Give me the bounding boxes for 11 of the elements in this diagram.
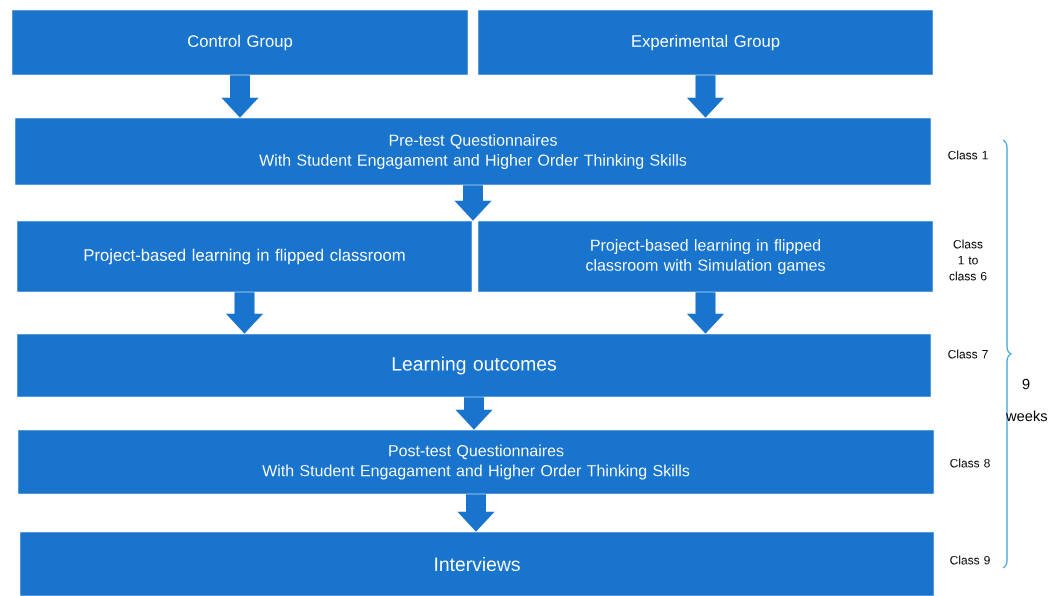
process-box: Project-based learning in flipped classroom with Simulation games <box>477 220 934 293</box>
side-label: 9 weeks <box>1006 378 1048 422</box>
side-label: Class 9 <box>950 555 990 565</box>
process-box: Interviews <box>19 531 935 596</box>
process-box: Experimental Group <box>477 9 934 76</box>
process-box: Control Group <box>11 9 469 76</box>
side-label: Class 7 <box>948 349 988 359</box>
process-box: Project-based learning in flipped classroom <box>16 220 473 293</box>
side-label: Class 8 <box>950 458 990 468</box>
side-label: Class 1 <box>948 150 988 160</box>
side-label: Class 1 to class 6 <box>949 239 987 281</box>
